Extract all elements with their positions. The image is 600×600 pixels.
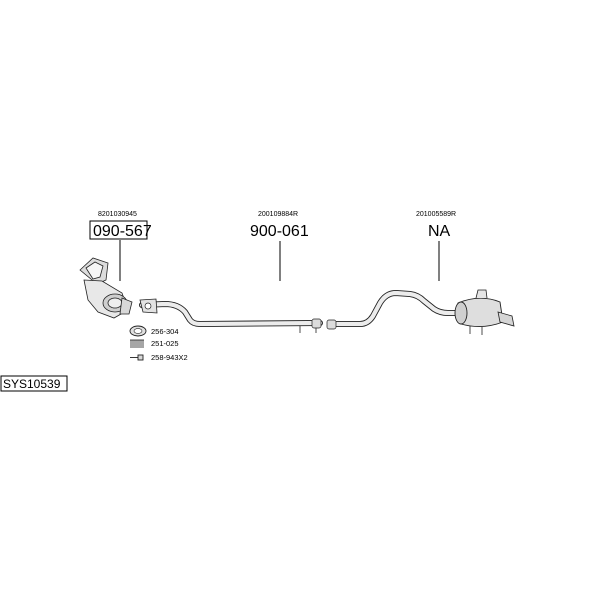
front-pipe-drawing <box>139 298 323 333</box>
part-1-oem-number: 8201030945 <box>98 211 137 218</box>
rear-silencer-drawing <box>326 289 515 335</box>
system-code-box <box>0 375 68 392</box>
system-code: SYS10539 <box>3 377 61 391</box>
fitting-1-code[interactable]: 256-304 <box>151 327 179 336</box>
catalytic-converter-drawing <box>79 257 133 319</box>
fitting-2-code[interactable]: 251-025 <box>151 339 179 348</box>
part-3-number[interactable]: NA <box>428 223 451 240</box>
part-2-number[interactable]: 900-061 <box>250 223 309 240</box>
part-3-oem-number: 201005589R <box>416 211 456 218</box>
part-2-oem-number: 200109884R <box>258 211 298 218</box>
part-1-number-box <box>89 220 148 240</box>
gasket-ring-icon <box>129 325 147 337</box>
fitting-3-code[interactable]: 258-943X2 <box>151 353 188 362</box>
bolt-icon <box>130 354 144 361</box>
spring-icon <box>130 339 144 348</box>
part-1-number[interactable]: 090-567 <box>93 223 152 240</box>
